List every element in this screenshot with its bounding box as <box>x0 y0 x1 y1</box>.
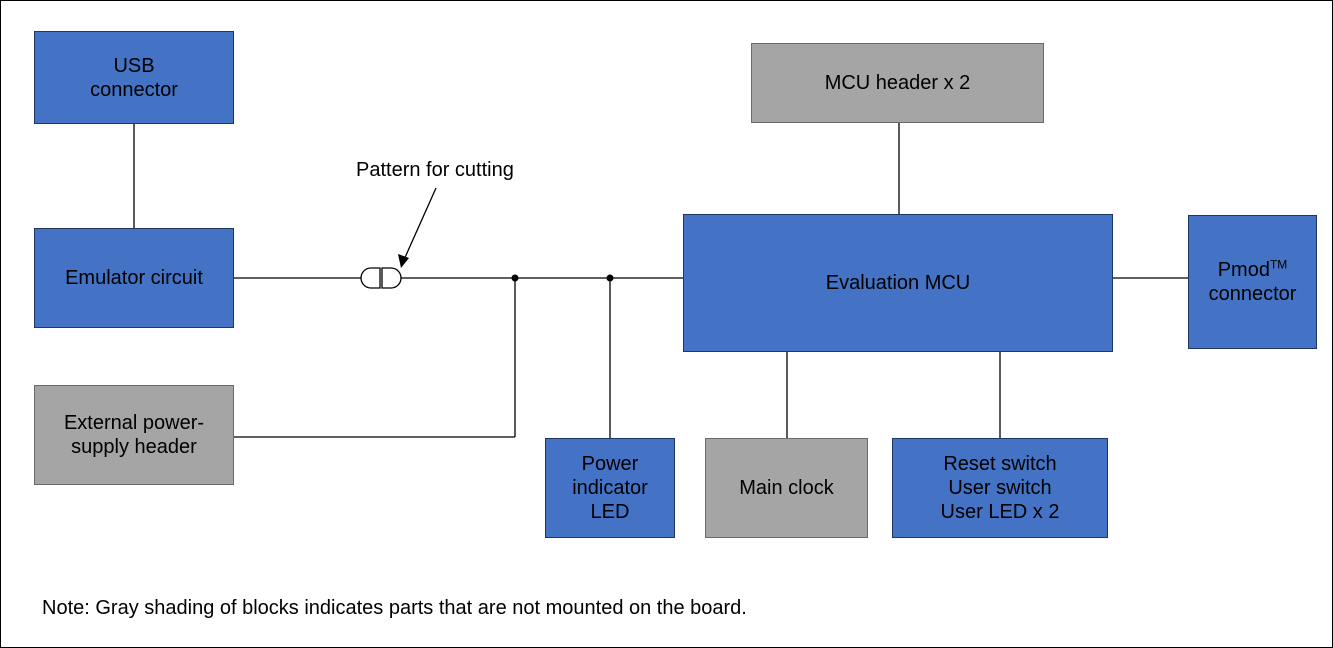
mcu-header-block: MCU header x 2 <box>751 43 1044 123</box>
power-indicator-led-block: Power indicator LED <box>545 438 675 538</box>
external-power-header-label: External power- supply header <box>63 412 205 458</box>
switches-label: Reset switch User switch User LED x 2 <box>940 453 1060 523</box>
note-text: Note: Gray shading of blocks indicates p… <box>42 597 747 619</box>
pmod-name: Pmod <box>1217 259 1270 281</box>
external-power-header-block: External power- supply header <box>34 385 234 485</box>
trademark-mark: TM <box>1269 257 1288 272</box>
emulator-circuit-block: Emulator circuit <box>34 228 234 328</box>
emulator-circuit-label: Emulator circuit <box>65 267 203 289</box>
pmod-connector-label: PmodTM connector <box>1209 258 1297 306</box>
usb-connector-block: USB connector <box>34 31 234 124</box>
pattern-arrow-line <box>402 187 437 263</box>
evaluation-mcu-block: Evaluation MCU <box>683 214 1113 352</box>
pmod-connector-word: connector <box>1208 283 1297 305</box>
main-clock-label: Main clock <box>739 477 834 499</box>
evaluation-mcu-label: Evaluation MCU <box>825 272 971 294</box>
pattern-for-cutting-label: Pattern for cutting <box>356 159 514 181</box>
junction-dot <box>606 274 614 282</box>
pattern-arrow-head <box>398 254 409 268</box>
junction-dot <box>511 274 519 282</box>
main-clock-block: Main clock <box>705 438 868 538</box>
usb-connector-label: USB connector <box>90 54 178 101</box>
cut-pattern-symbol <box>360 267 402 289</box>
mcu-header-label: MCU header x 2 <box>824 72 971 94</box>
pmod-connector-block: PmodTM connector <box>1188 215 1317 349</box>
power-indicator-led-label: Power indicator LED <box>572 453 648 523</box>
switches-block: Reset switch User switch User LED x 2 <box>892 438 1108 538</box>
